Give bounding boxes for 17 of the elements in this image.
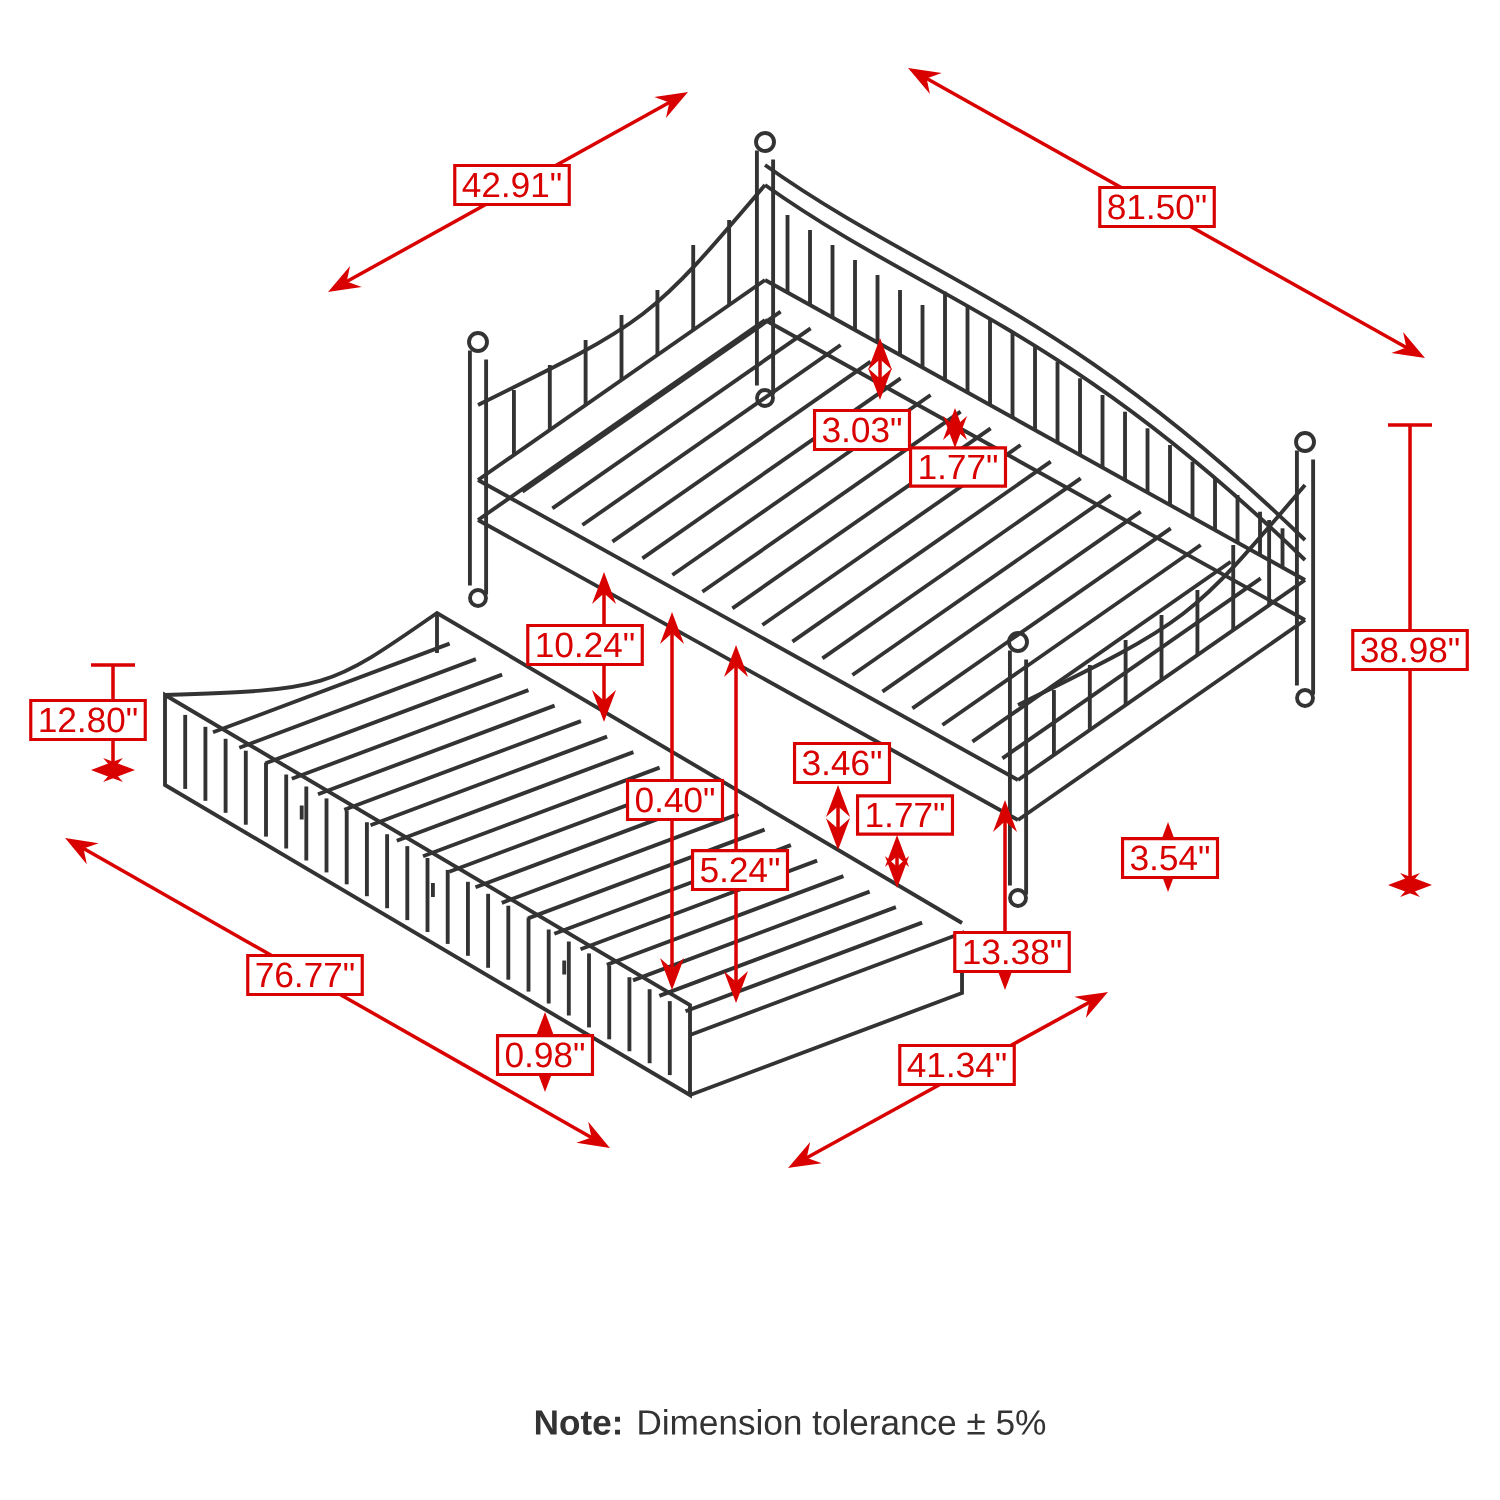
dimension-label: 1.77": [855, 794, 955, 836]
dimension-label: 0.98": [495, 1033, 595, 1077]
dimension-label: 3.46": [792, 741, 892, 785]
dimension-label: 12.80": [29, 698, 147, 742]
dimension-label: 42.91": [453, 163, 571, 207]
dimension-label: 81.50": [1098, 185, 1216, 229]
dimension-label: 38.98": [1351, 628, 1469, 672]
dimension-label: 1.77": [908, 446, 1008, 488]
dimension-label: 3.03": [812, 408, 912, 452]
dimension-label: 76.77": [246, 953, 364, 997]
dimension-label: 5.24": [690, 848, 790, 892]
dimension-label: 3.54": [1121, 836, 1220, 880]
dimension-label: 13.38": [953, 930, 1071, 974]
dimension-label: 10.24": [526, 623, 644, 667]
note-text: Note: Dimension tolerance ± 5%: [535, 1409, 1046, 1435]
dimension-label: 41.34": [898, 1043, 1016, 1087]
dimension-label: 0.40": [625, 778, 725, 822]
